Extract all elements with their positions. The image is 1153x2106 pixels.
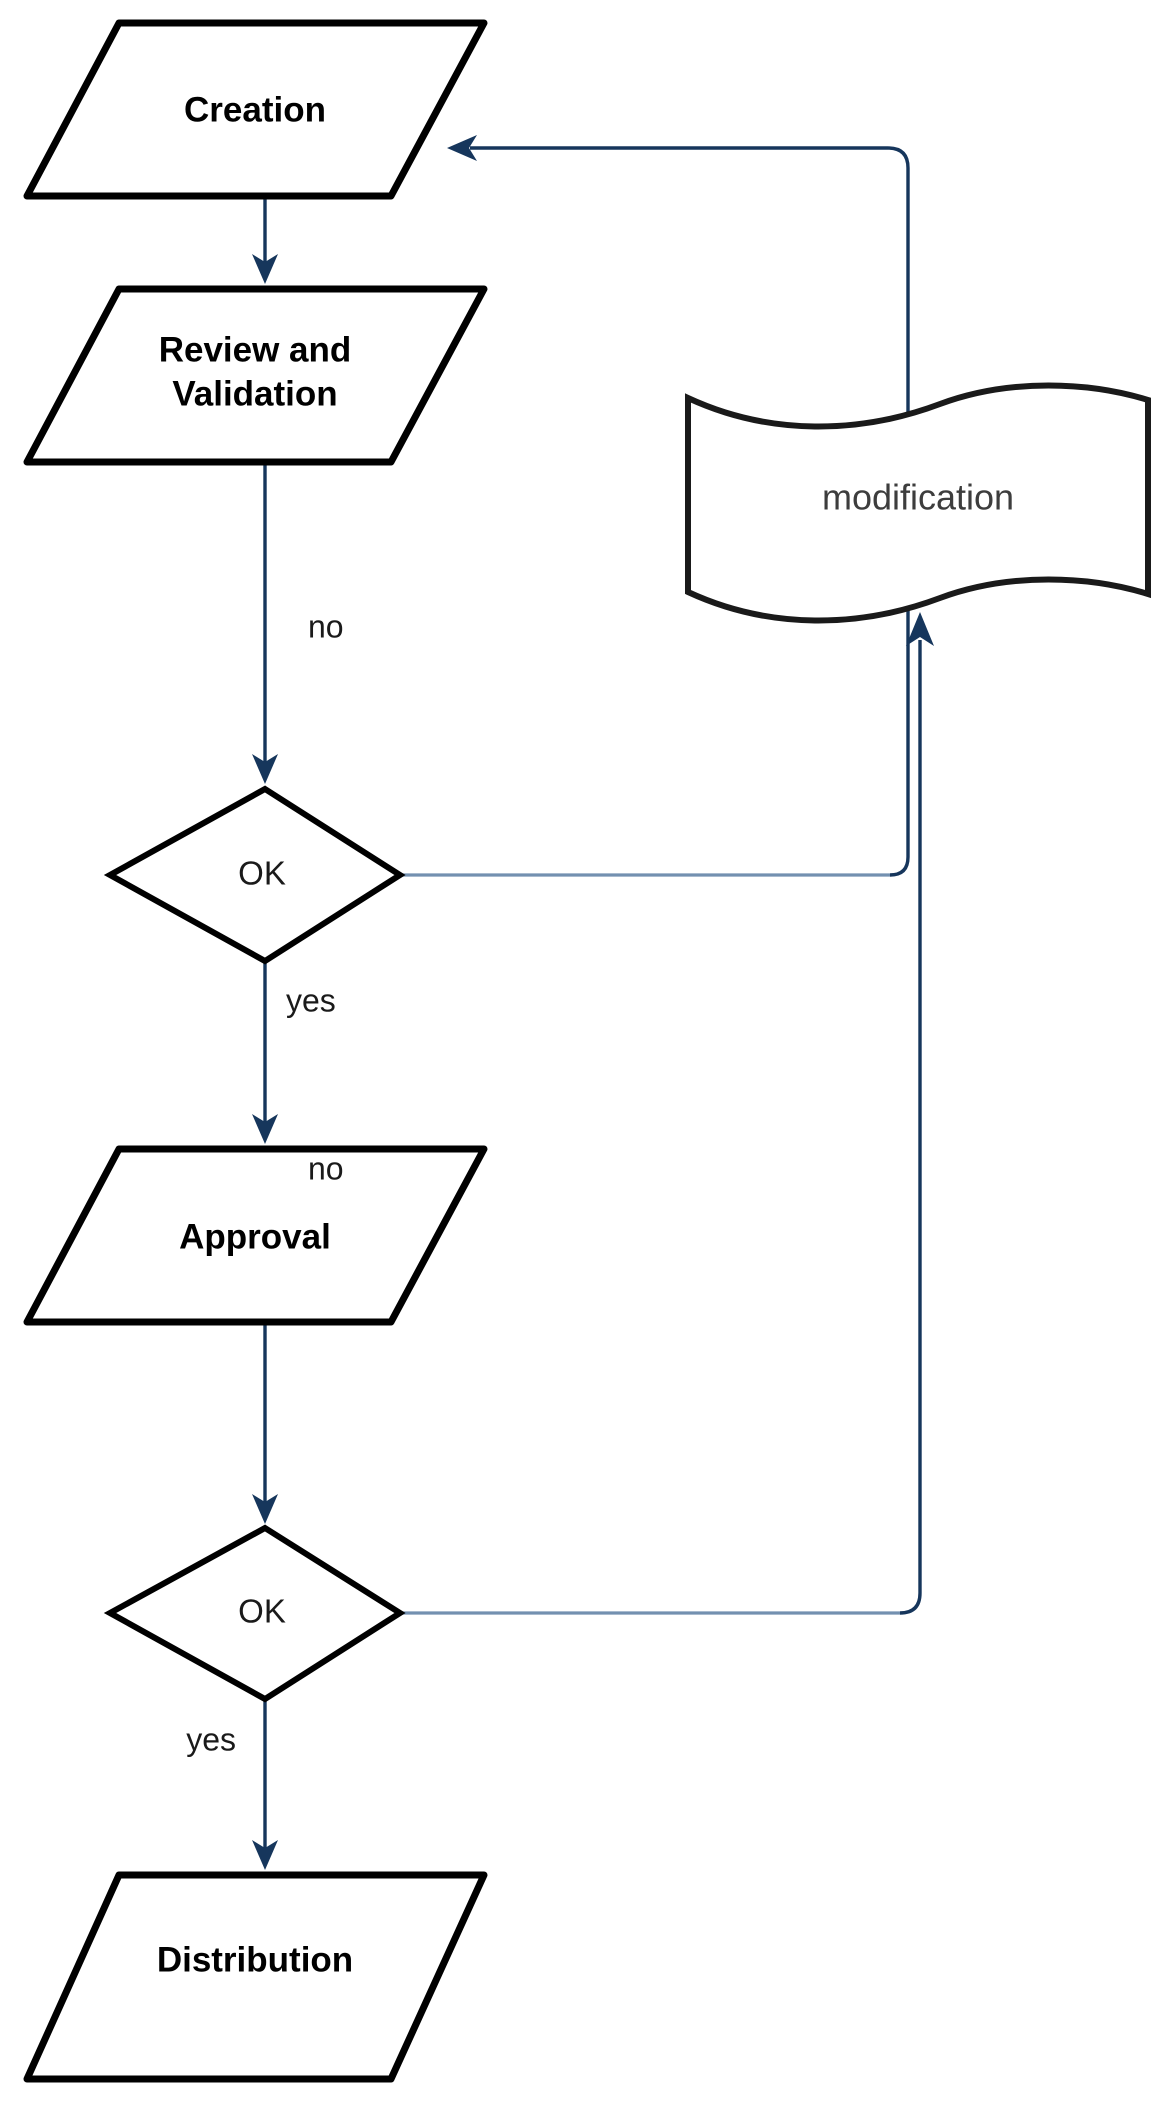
- edge-label-ok1-yes: yes: [286, 982, 336, 1018]
- node-decision-ok-1[interactable]: OK: [103, 785, 406, 965]
- edge-label-ok2-no: no: [308, 1150, 344, 1186]
- node-distribution-label: Distribution: [157, 1940, 353, 1979]
- node-modification[interactable]: modification: [685, 382, 1151, 624]
- node-approval[interactable]: Approval: [23, 1145, 488, 1326]
- edge-review-to-ok1: [252, 462, 278, 784]
- node-creation-label: Creation: [184, 90, 326, 129]
- node-decision-ok-2[interactable]: OK: [103, 1524, 406, 1703]
- node-distribution[interactable]: Distribution: [23, 1871, 488, 2083]
- edge-label-ok2-yes: yes: [186, 1721, 236, 1757]
- node-review-label-line2: Validation: [172, 374, 337, 413]
- edge-ok2-no-to-modification: [400, 612, 934, 1615]
- edge-creation-to-review: [252, 196, 278, 284]
- node-modification-label: modification: [822, 477, 1014, 518]
- edge-ok1-no-to-creation: [400, 135, 910, 877]
- node-decision-ok-1-label: OK: [238, 855, 286, 892]
- node-review-and-validation[interactable]: Review and Validation: [23, 285, 488, 466]
- node-decision-ok-2-label: OK: [238, 1593, 286, 1630]
- node-creation[interactable]: Creation: [23, 19, 488, 200]
- edge-label-ok1-no: no: [308, 608, 344, 644]
- edge-approval-to-ok2: [252, 1322, 278, 1524]
- node-review-label-line1: Review and: [159, 330, 352, 369]
- node-approval-label: Approval: [179, 1217, 331, 1256]
